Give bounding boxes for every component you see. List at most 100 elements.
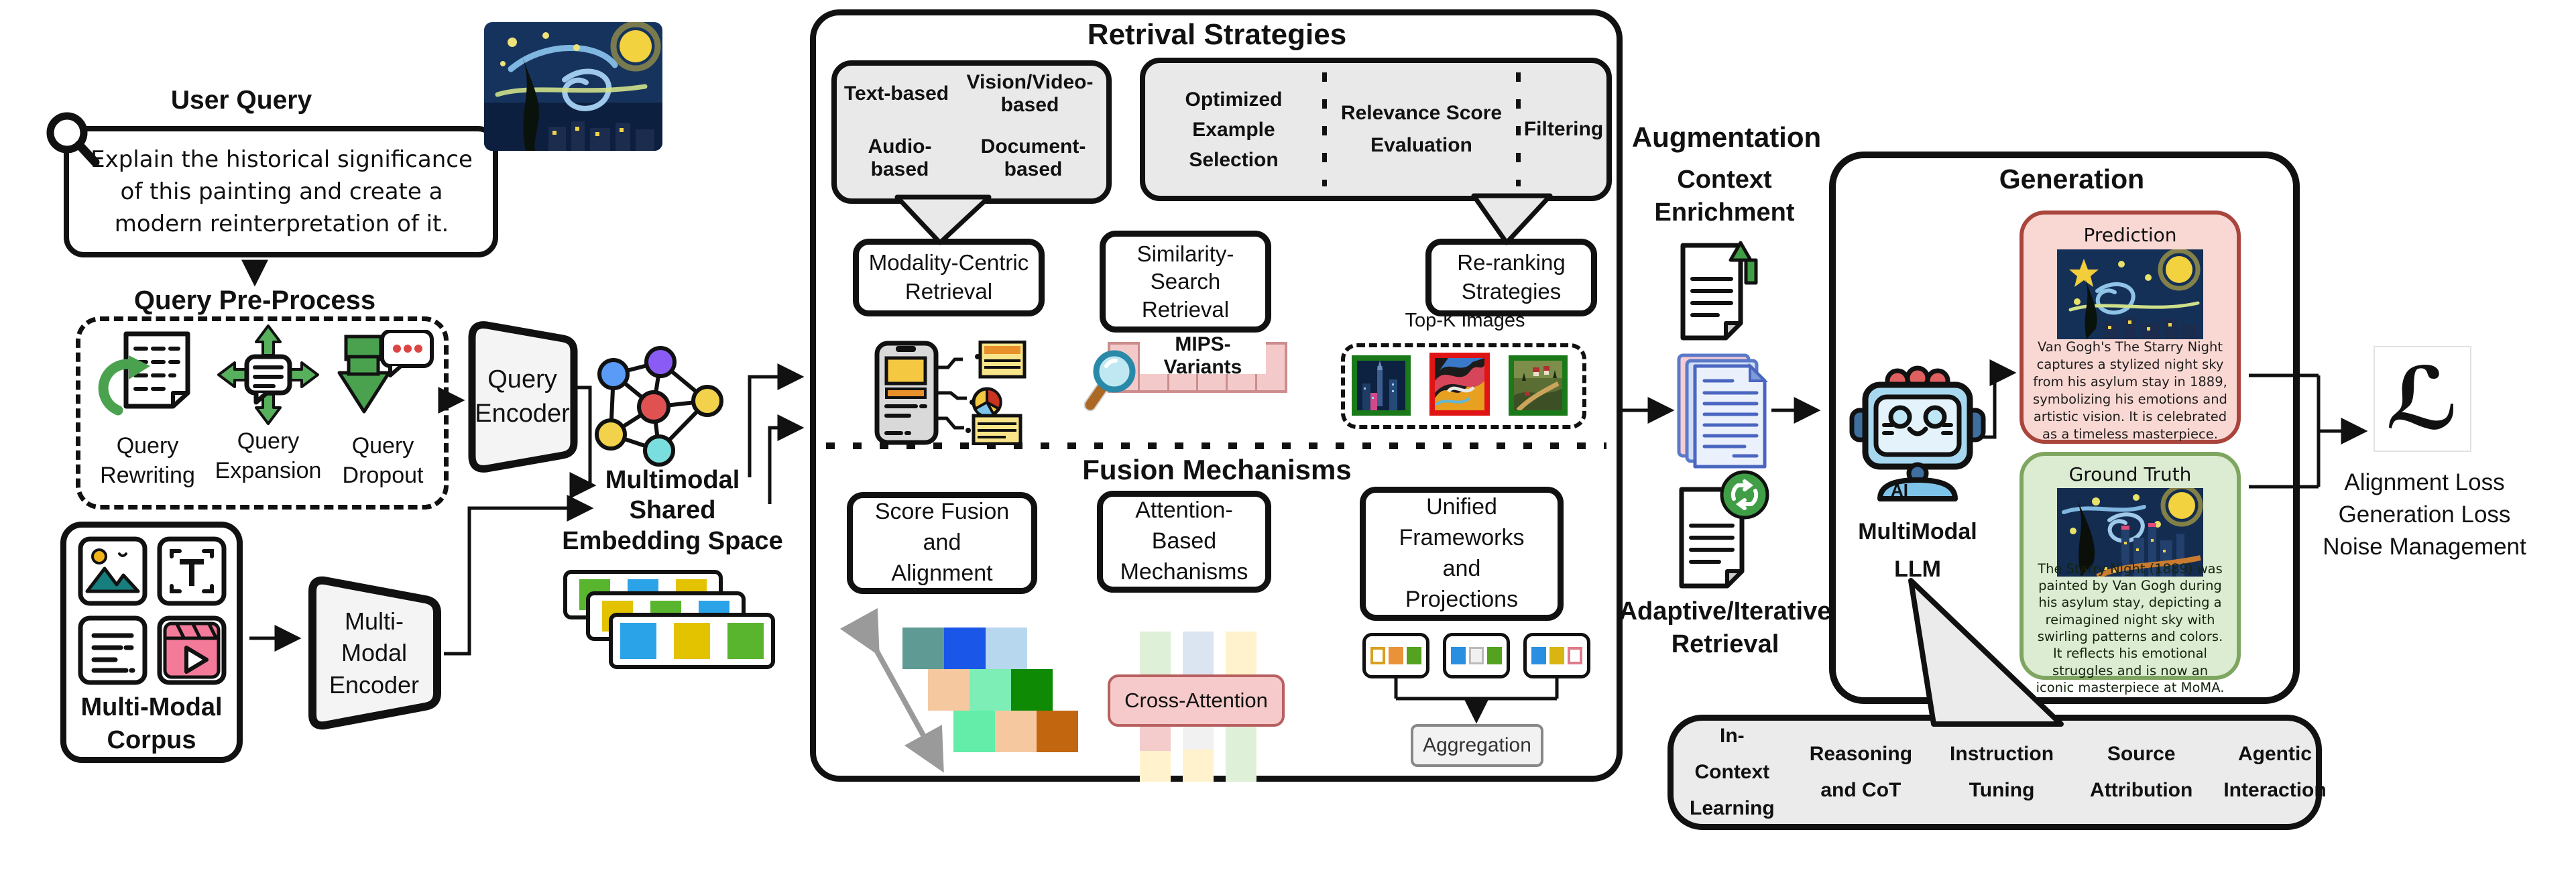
embedding-network-icon [595,346,723,467]
ground-truth-panel: Ground Truth The Starry Night (1889) was… [2019,452,2241,695]
embedding-label-line2: Shared [629,496,716,525]
modality-document-based: Document-based [980,135,1086,180]
topk-image-2 [1429,353,1490,416]
unified-card-3 [1523,633,1590,678]
prediction-panel: Prediction Van Gogh's The Starry Night c… [2019,211,2241,444]
score-fusion-mosaic [902,628,1078,752]
multimodal-llm-robot-icon: AI [1849,365,1986,501]
prediction-title: Prediction [2083,223,2177,246]
adaptive-line1: Adaptive/Iterative [1619,597,1832,626]
query-rewriting-label: Query Rewriting [100,432,195,488]
dotted-separator [1322,72,1327,186]
embedding-label-line1: Multimodal [605,465,740,494]
context-line1: Context [1677,165,1772,194]
device-files-icon [874,341,1027,445]
cross-attention-box: Cross-Attention [1108,674,1285,727]
fusion-divider [826,442,1606,449]
generation-loss-label: Generation Loss [2338,501,2511,528]
criteria-filtering: Filtering [1523,118,1604,140]
user-query-text: Explain the historical significance of t… [91,145,473,238]
unified-card-2 [1443,633,1510,678]
fusion-mechanisms-title: Fusion Mechanisms [1082,454,1352,485]
svg-text:AI: AI [1891,480,1908,500]
loss-items: Alignment Loss Generation Loss Noise Man… [2298,461,2551,569]
embedding-space-label: Multimodal Shared Embedding Space [560,466,785,555]
multimodal-encoder: Multi- Modal Encoder [303,571,445,735]
criteria-optimized-example-selection: Optimized Example Selection [1185,88,1283,171]
llm-label-line1: MultiModal [1858,518,1977,544]
embedding-card-front [609,613,775,669]
modalities-bubble [831,60,1112,204]
modality-centric-retrieval-box: Modality-Centric Retrieval [853,239,1045,316]
prediction-text: Van Gogh's The Starry Night captures a s… [2033,339,2227,442]
embed-square [620,623,656,659]
score-fusion-box: Score Fusion and Alignment [847,492,1037,594]
magnifier-icon [46,112,100,167]
alignment-loss-label: Alignment Loss [2344,469,2505,495]
llm-label-line2: LLM [1894,556,1941,582]
query-rewriting-icon [98,331,190,416]
unified-frameworks-box: Unified Frameworks and Projections [1360,487,1564,621]
query-encoder-label: Query Encoder [475,365,570,428]
adaptive-retrieval-doc-icon [1679,470,1769,589]
noise-management-label: Noise Management [2323,534,2526,560]
multimodal-encoder-label-3: Encoder [329,670,420,699]
reranking-strategies-box: Re-ranking Strategies [1425,239,1597,316]
query-expansion-label: Query Expansion [215,428,322,483]
embed-square [727,623,764,659]
document-modality-icon [78,615,148,685]
ground-truth-image [2057,488,2203,577]
query-dropout-label: Query Dropout [342,432,424,488]
context-enrichment-label: Context Enrichment [1643,162,1806,231]
query-encoder: Query Encoder [464,314,581,480]
embed-square [674,623,710,659]
topk-image-1 [1352,355,1411,416]
loss-symbol: ℒ [2374,346,2471,452]
ground-truth-text: The Starry Night (1889) was painted by V… [2036,560,2225,695]
embedding-label-line3: Embedding Space [562,526,783,555]
query-preprocess-title: Query Pre-Process [133,285,376,315]
context-line2: Enrichment [1654,198,1795,227]
ground-truth-title: Ground Truth [2068,463,2192,485]
context-enrichment-doc-icon [1680,241,1758,341]
augmentation-title: Augmentation [1631,121,1822,153]
mips-variants-label: MIPS-Variants [1140,333,1266,378]
multimodal-encoder-label-2: Modal [341,639,408,667]
topk-images-label: Top-K Images [1405,309,1525,331]
query-expansion-icon [217,324,319,425]
user-query-box [64,126,498,257]
technique-agentic-interaction: Agentic Interaction [2223,743,2327,801]
starry-night-thumbnail [484,22,662,151]
llm-techniques-bubble: In-Context Learning Reasoning and CoT In… [1667,715,2327,830]
adaptive-line2: Retrieval [1671,630,1779,658]
topk-image-3 [1509,355,1568,416]
topk-images-box [1341,343,1586,429]
video-modality-icon [157,615,227,685]
modality-vision-based: Vision/Video-based [966,71,1094,116]
multimodal-corpus-label: Multi-Modal Corpus [80,693,223,754]
search-magnifier-icon [1084,350,1136,412]
technique-reasoning-cot: Reasoning and CoT [1809,743,1913,801]
multimodal-llm-label: MultiModal LLM [1847,514,1988,587]
retrieved-documents-icon [1677,353,1768,469]
criteria-relevance-score-evaluation: Relevance Score Evaluation [1340,102,1503,156]
unified-card-1 [1362,633,1429,678]
generation-title: Generation [1999,163,2145,194]
query-dropout-icon [337,330,434,414]
retrieval-strategies-title: Retrival Strategies [1087,18,1347,51]
technique-source-attribution: Source Attribution [2090,743,2193,801]
technique-instruction-tuning: Instruction Tuning [1950,743,2054,801]
text-modality-icon [157,536,227,606]
image-modality-icon [78,536,148,606]
dotted-separator [1516,72,1521,186]
modality-text-based: Text-based [843,82,949,105]
attention-based-box: Attention-Based Mechanisms [1097,491,1271,593]
modality-audio-based: Audio-based [868,135,932,180]
aggregation-box: Aggregation [1411,724,1543,767]
multimodal-encoder-label-1: Multi- [345,607,404,635]
adaptive-iterative-label: Adaptive/Iterative Retrieval [1615,593,1836,664]
reranking-criteria-bubble: Optimized Example Selection Relevance Sc… [1140,58,1612,201]
user-query-title: User Query [170,86,312,115]
technique-in-context-learning: In-Context Learning [1690,725,1775,819]
